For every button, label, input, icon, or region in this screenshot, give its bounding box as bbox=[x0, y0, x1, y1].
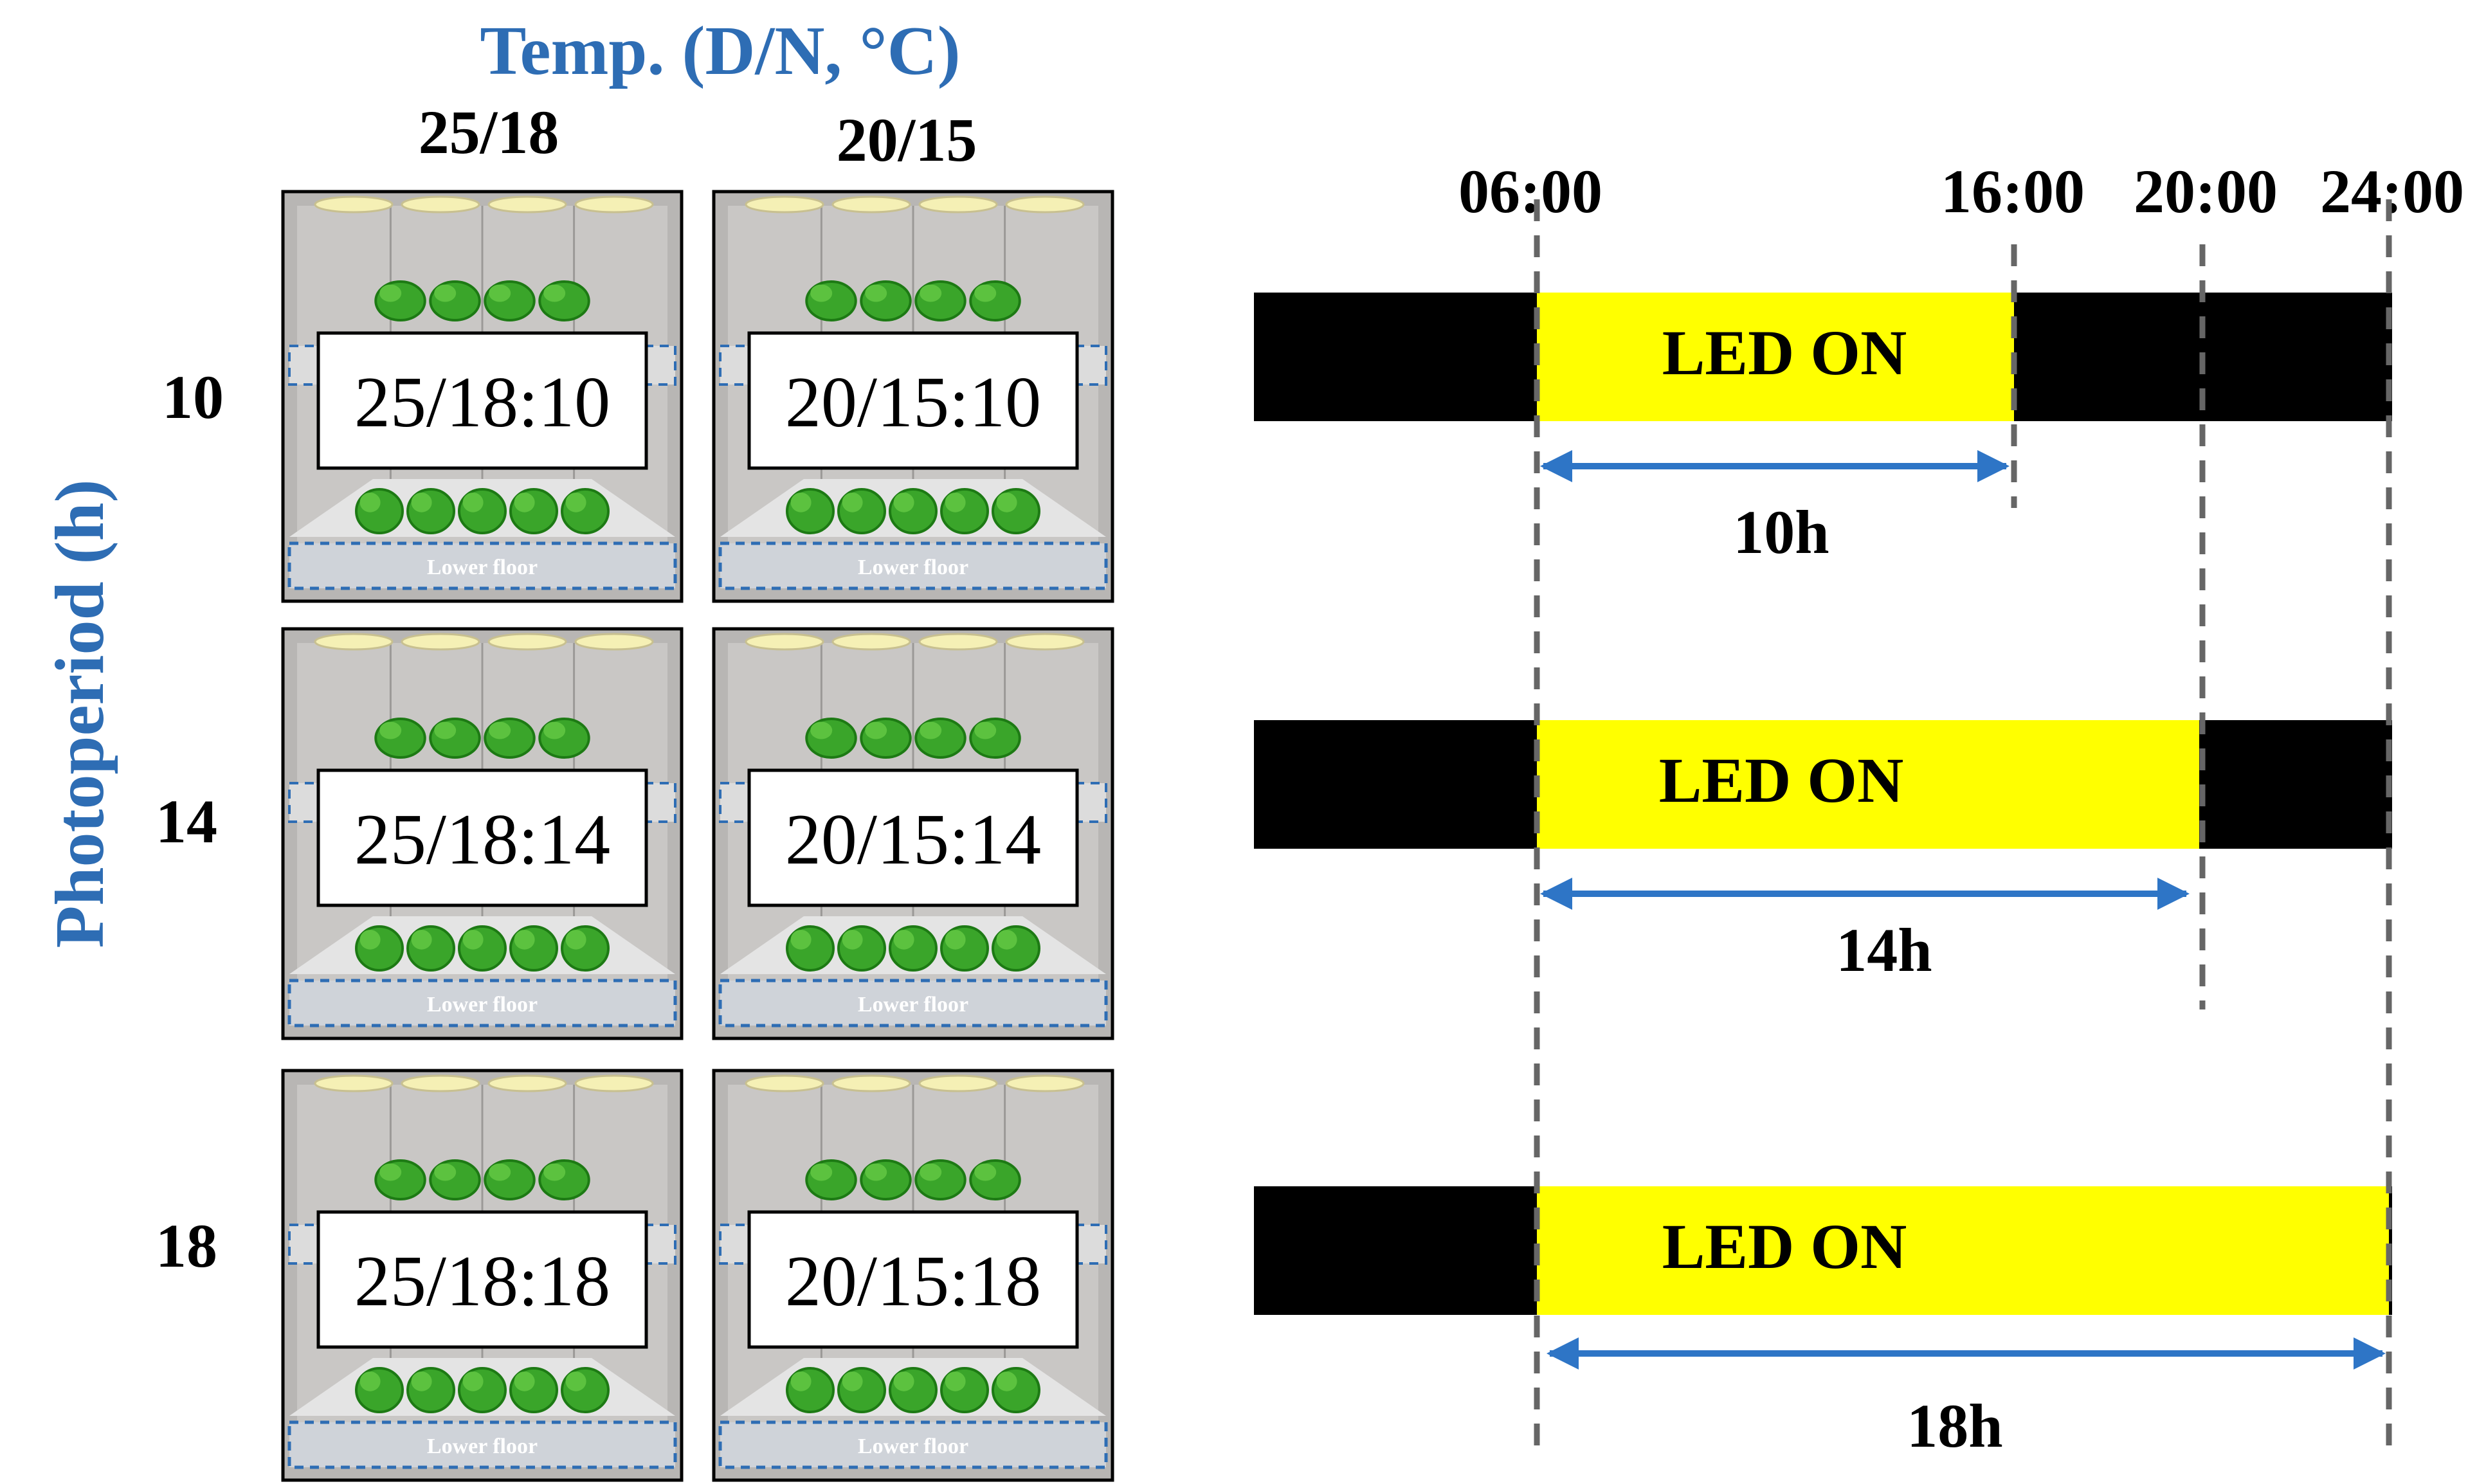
temperature-header: Temp. (D/N, °C) bbox=[480, 13, 960, 89]
treatment-label: 20/15:10 bbox=[785, 363, 1041, 442]
growth-chamber: Lower floor 20/15:10 bbox=[712, 190, 1114, 603]
treatment-label: 20/15:18 bbox=[785, 1242, 1041, 1321]
lower-floor-label: Lower floor bbox=[427, 556, 538, 579]
led-on-segment bbox=[1537, 720, 2199, 849]
time-mark-2400: 24:00 bbox=[2320, 157, 2464, 226]
treatment-label: 25/18:14 bbox=[354, 800, 610, 880]
led-on-segment bbox=[1537, 1186, 2389, 1315]
photoperiod-row-label-14: 14 bbox=[156, 787, 217, 856]
treatment-label: 25/18:10 bbox=[354, 363, 610, 442]
lower-floor-label: Lower floor bbox=[858, 1434, 968, 1458]
treatment-label: 25/18:18 bbox=[354, 1242, 610, 1321]
led-on-label: LED ON bbox=[1659, 745, 1904, 816]
treatment-label-box bbox=[316, 768, 648, 907]
treatment-label-box bbox=[747, 768, 1079, 907]
lower-floor-label: Lower floor bbox=[427, 993, 538, 1017]
treatment-label-box bbox=[316, 331, 648, 470]
treatment-label-box bbox=[747, 1210, 1079, 1349]
treatment-label: 20/15:14 bbox=[785, 800, 1041, 880]
growth-chamber: Lower floor 20/15:14 bbox=[712, 627, 1114, 1040]
growth-chamber: Lower floor 25/18:10 bbox=[281, 190, 684, 603]
photoperiod-row-label-10: 10 bbox=[162, 363, 224, 431]
treatment-label-box bbox=[316, 1210, 648, 1349]
photoperiod-axis-label: Photoperiod (h) bbox=[42, 480, 118, 948]
time-guides bbox=[1534, 199, 2392, 1460]
schedule-row-14h: LED ON 14h bbox=[1254, 720, 2392, 984]
growth-chamber: Lower floor 20/15:18 bbox=[712, 1069, 1114, 1482]
lower-floor-label: Lower floor bbox=[858, 993, 968, 1017]
schedule-row-10h: LED ON 10h bbox=[1254, 293, 2392, 566]
time-mark-0600: 06:00 bbox=[1458, 157, 1602, 226]
time-mark-1600: 16:00 bbox=[1941, 157, 2085, 226]
lower-floor-label: Lower floor bbox=[427, 1434, 538, 1458]
treatment-label-box bbox=[747, 331, 1079, 470]
growth-chamber: Lower floor 25/18:18 bbox=[281, 1069, 684, 1482]
growth-chamber: Lower floor 25/18:14 bbox=[281, 627, 684, 1040]
duration-label: 18h bbox=[1907, 1391, 2002, 1460]
timeline: 06:00 16:00 20:00 24:00 bbox=[1458, 157, 2464, 226]
duration-label: 14h bbox=[1836, 916, 1932, 984]
led-on-label: LED ON bbox=[1662, 317, 1907, 388]
temp-column-label-2: 20/15 bbox=[837, 105, 977, 174]
photoperiod-row-label-18: 18 bbox=[156, 1211, 217, 1280]
lower-floor-label: Lower floor bbox=[858, 556, 968, 579]
duration-label: 10h bbox=[1733, 498, 1829, 566]
led-on-segment bbox=[1537, 293, 2014, 421]
led-on-label: LED ON bbox=[1662, 1211, 1907, 1282]
time-mark-2000: 20:00 bbox=[2134, 157, 2278, 226]
schedule-row-18h: LED ON 18h bbox=[1254, 1186, 2392, 1460]
temp-column-label-1: 25/18 bbox=[419, 98, 559, 167]
